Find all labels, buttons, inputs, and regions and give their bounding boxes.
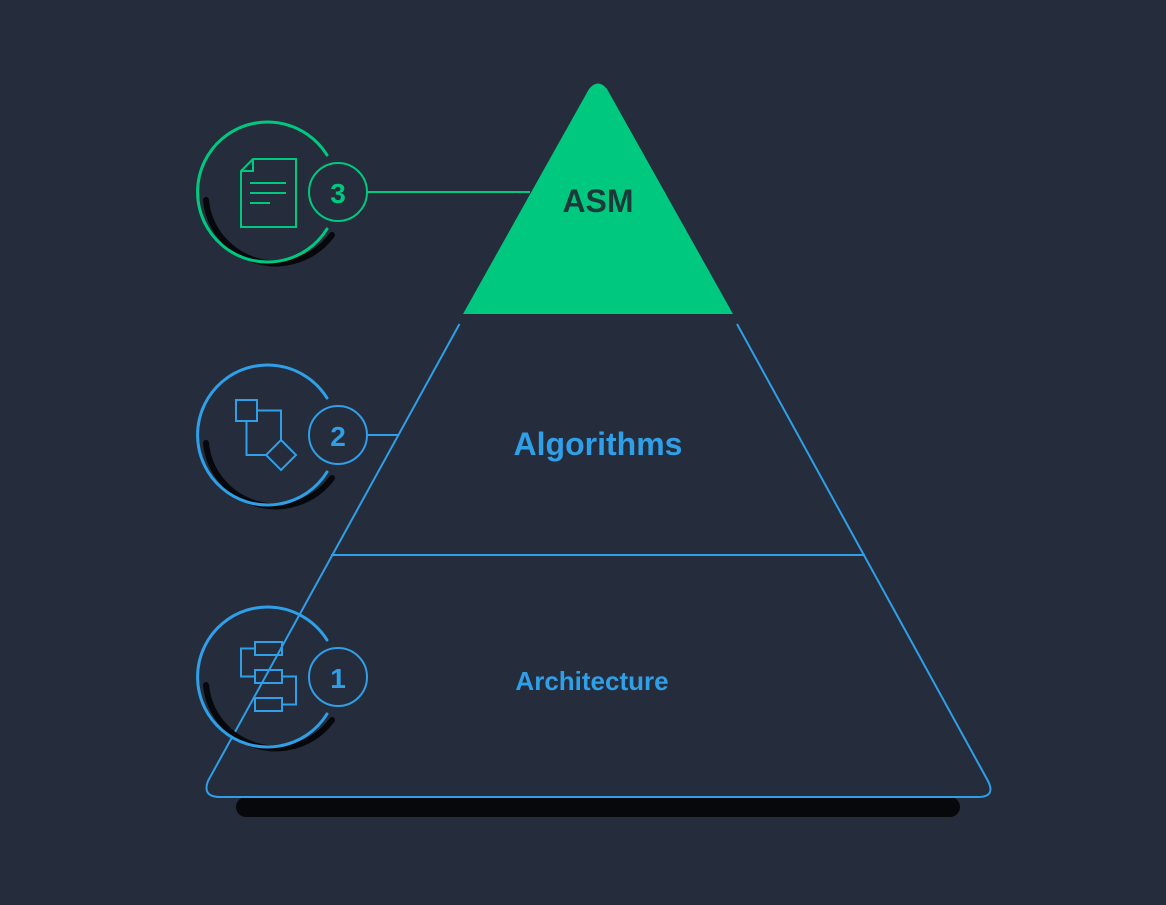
level-number-3: 3 [330, 178, 346, 209]
badge-shadow [203, 682, 335, 752]
flowchart-icon [235, 399, 298, 472]
level-1-badge: 1 [196, 605, 368, 752]
number-circle [308, 162, 368, 222]
pyramid-shadow [236, 797, 960, 817]
document-icon [240, 158, 297, 228]
number-circle [308, 405, 368, 465]
badge-shadow [203, 197, 335, 267]
level-3-badge: 3 [196, 120, 368, 267]
hierarchy-icon [240, 641, 297, 712]
number-circle [308, 647, 368, 707]
level-label-1: Architecture [515, 666, 668, 696]
level-label-2: Algorithms [514, 426, 683, 462]
level-label-3: ASM [562, 183, 633, 219]
level-number-1: 1 [330, 663, 346, 694]
level-number-2: 2 [330, 421, 346, 452]
badge-ring [196, 363, 329, 507]
badge-ring [196, 120, 329, 264]
badge-ring [196, 605, 329, 749]
pyramid-top-triangle [463, 83, 733, 314]
level-2-badge: 2 [196, 363, 368, 510]
pyramid-base-outline [205, 323, 992, 798]
